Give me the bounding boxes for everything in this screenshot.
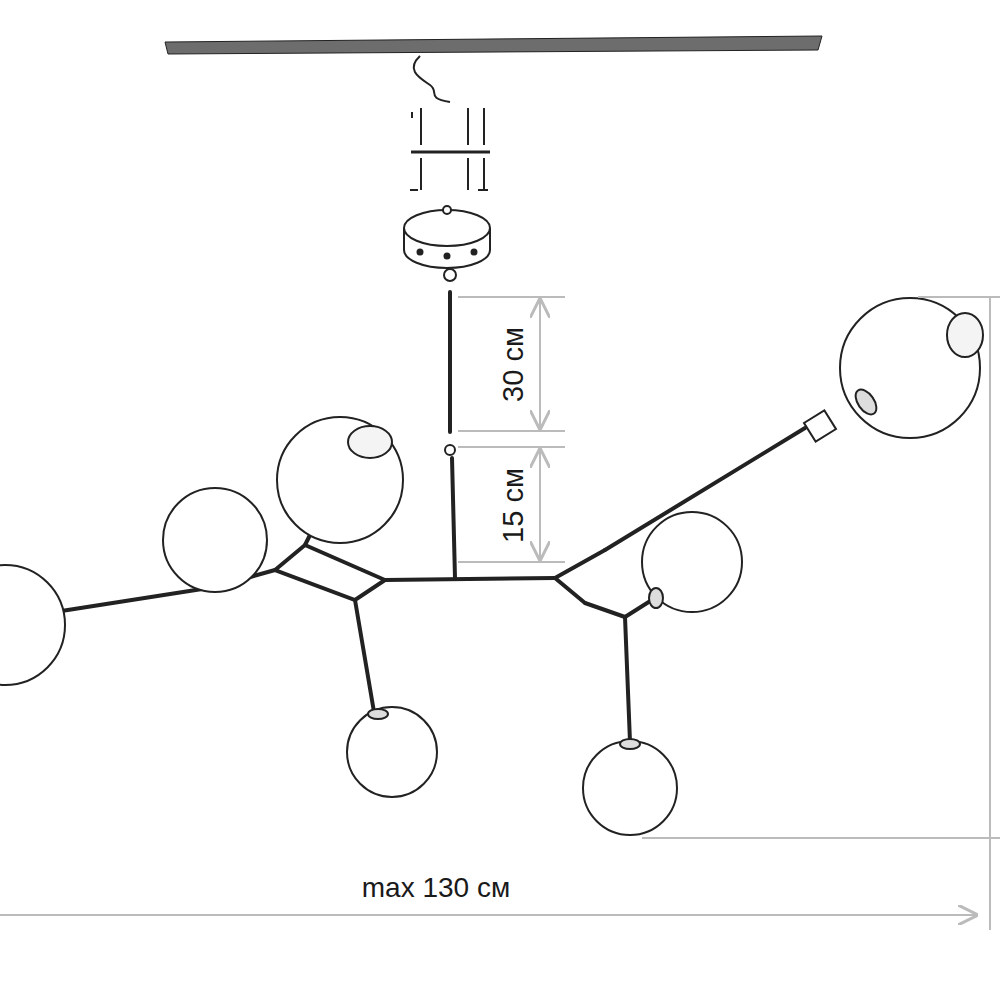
dimension-label: 15 см	[498, 468, 527, 543]
mounting-hardware	[410, 56, 490, 190]
dimension-label: 30 см	[498, 327, 527, 402]
glass-globes	[0, 298, 983, 835]
dimension-lines	[0, 297, 1000, 930]
ceiling	[165, 36, 822, 54]
ceiling-canopy	[404, 206, 490, 281]
dimension-label: max 130 см	[362, 874, 510, 902]
chandelier-frame	[55, 292, 836, 742]
